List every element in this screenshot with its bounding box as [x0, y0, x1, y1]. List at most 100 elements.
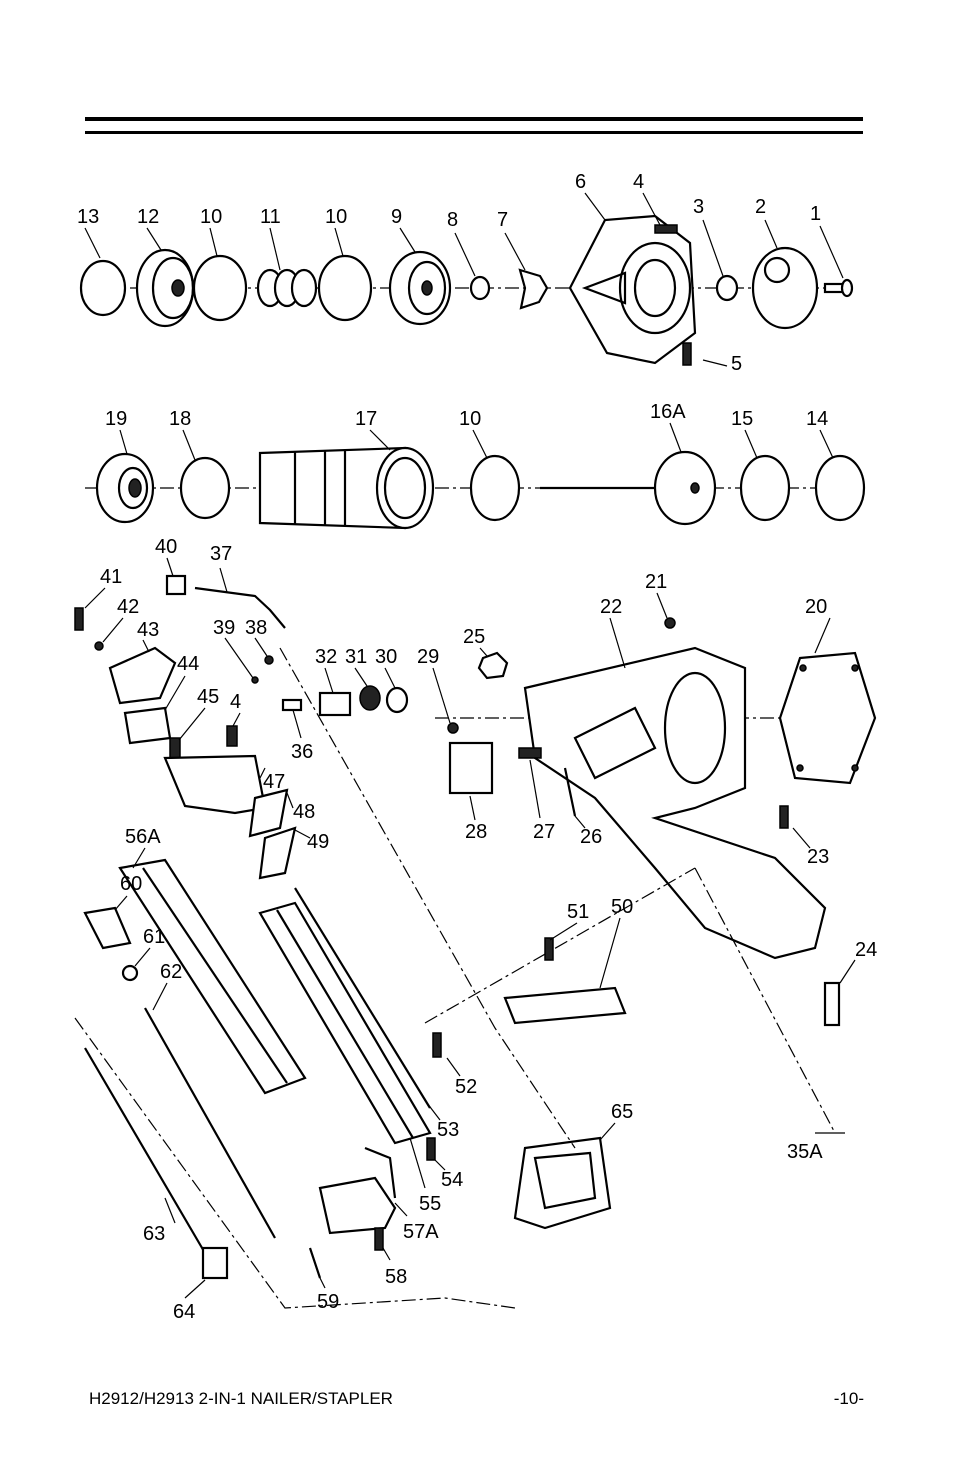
part-25-nut — [477, 651, 509, 680]
part-12-piston — [135, 248, 195, 328]
part-9-head-valve — [388, 250, 452, 326]
label-part-19: 19 — [105, 408, 127, 430]
label-part-54: 54 — [441, 1169, 463, 1191]
part-42-washer — [94, 641, 104, 651]
part-20-gasket — [778, 651, 877, 785]
part-1-cap-screw — [823, 278, 854, 298]
label-part-64: 64 — [173, 1301, 195, 1323]
part-44-bracket — [123, 706, 172, 745]
label-part-18: 18 — [169, 408, 191, 430]
part-8-washer — [469, 275, 491, 301]
label-part-45: 45 — [197, 686, 219, 708]
part-10-oring-a — [192, 254, 248, 322]
part-4-screw — [654, 224, 678, 234]
label-part-35A: 35A — [787, 1141, 823, 1163]
label-part-11: 11 — [260, 206, 281, 228]
part-40-cap — [165, 574, 187, 596]
part-11-orings — [256, 268, 318, 308]
part-51-screw — [544, 937, 554, 961]
label-part-29: 29 — [417, 646, 439, 668]
label-part-20: 20 — [805, 596, 827, 618]
label-part-57A: 57A — [403, 1221, 439, 1243]
footer-page-number: -10- — [833, 1389, 864, 1408]
part-54-spring — [426, 1137, 436, 1161]
part-57a-nose — [318, 1146, 397, 1235]
label-part-9: 9 — [391, 206, 402, 228]
label-part-14: 14 — [806, 408, 828, 430]
part-6-cylinder-cap — [568, 214, 697, 365]
part-18-oring — [179, 456, 231, 520]
part-62-spring — [144, 1007, 276, 1239]
part-23-screw — [779, 805, 789, 829]
part-28-trigger-housing — [448, 741, 494, 795]
part-16a-driver-piston — [540, 450, 717, 526]
axis-trigger-to-nose — [279, 647, 576, 1149]
label-part-60: 60 — [120, 873, 142, 895]
label-part-53: 53 — [437, 1119, 459, 1141]
label-part-48: 48 — [293, 801, 315, 823]
part-27-spring — [518, 747, 542, 759]
part-37-lever — [194, 586, 286, 629]
part-64-pusher — [201, 1246, 229, 1280]
label-part-38: 38 — [245, 617, 267, 639]
header-rule-bottom — [85, 131, 863, 134]
part-3-washer — [715, 274, 739, 302]
header-rule-top — [85, 117, 863, 121]
label-part-15: 15 — [731, 408, 753, 430]
part-22-housing — [523, 646, 827, 960]
part-31-oring — [359, 685, 381, 711]
footer-model-title: H2912/H2913 2-IN-1 NAILER/STAPLER — [89, 1389, 393, 1408]
label-part-2: 2 — [755, 196, 766, 218]
label-part-24: 24 — [855, 939, 877, 961]
label-part-43: 43 — [137, 619, 159, 641]
part-48-link — [248, 788, 289, 838]
label-part-40: 40 — [155, 536, 177, 558]
part-24-air-fitting — [823, 981, 841, 1027]
label-part-31: 31 — [345, 646, 367, 668]
label-part-59: 59 — [317, 1291, 339, 1313]
label-part-6: 6 — [575, 171, 586, 193]
page-footer: H2912/H2913 2-IN-1 NAILER/STAPLER -10- — [0, 1383, 954, 1413]
label-part-63: 63 — [143, 1223, 165, 1245]
part-45-screw — [169, 737, 181, 759]
part-49-link — [258, 826, 297, 880]
part-30-valve-stem — [385, 686, 409, 714]
label-part-28: 28 — [465, 821, 487, 843]
part-50-bracket — [503, 986, 627, 1025]
axis-magazine-lower — [74, 1017, 516, 1309]
part-59-pin — [308, 1247, 322, 1279]
part-21-plug — [664, 617, 676, 629]
part-36-screw — [281, 698, 303, 712]
label-part-56A: 56A — [125, 826, 161, 848]
label-part-61: 61 — [143, 926, 165, 948]
label-part-27: 27 — [533, 821, 555, 843]
part-61-bead — [121, 964, 139, 982]
label-part-4: 4 — [633, 171, 644, 193]
part-47-plate — [163, 754, 267, 815]
label-part-5: 5 — [731, 353, 742, 375]
label-part-65: 65 — [611, 1101, 633, 1123]
part-39-pin — [251, 676, 259, 684]
axis-magazine — [424, 867, 696, 1024]
part-52-screw — [432, 1032, 442, 1058]
label-part-51: 51 — [567, 901, 589, 923]
label-part-50: 50 — [611, 896, 633, 918]
part-13-oring — [79, 259, 127, 317]
label-part-58: 58 — [385, 1266, 407, 1288]
exploded-parts-diagram: 13 12 10 11 10 9 8 7 6 4 3 2 1 5 — [74, 171, 877, 1323]
label-part-7: 7 — [497, 209, 508, 231]
label-part-55: 55 — [419, 1193, 441, 1215]
label-part-39: 39 — [213, 617, 235, 639]
part-56a-magazine — [118, 858, 307, 1095]
label-part-10-a: 10 — [200, 206, 222, 228]
part-41-screw — [74, 607, 84, 631]
part-7-spring-clip — [518, 268, 549, 310]
part-63-rod — [84, 1047, 206, 1254]
part-10-oring-c — [469, 454, 521, 522]
label-part-36: 36 — [291, 741, 313, 763]
label-part-12: 12 — [137, 206, 159, 228]
part-29-clip — [447, 722, 459, 734]
part-32-valve — [318, 691, 352, 717]
label-part-41: 41 — [100, 566, 122, 588]
part-14-oring — [814, 454, 866, 522]
